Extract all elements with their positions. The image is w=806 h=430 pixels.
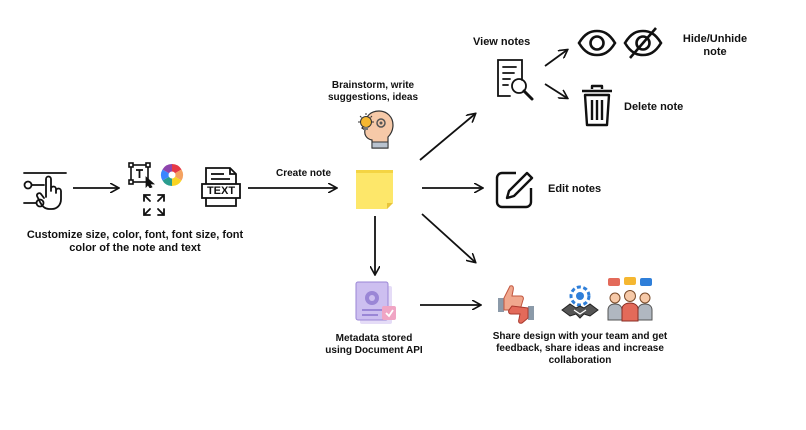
color-wheel-icon: [160, 163, 184, 187]
arrow-view-to-delete: [544, 83, 567, 98]
view-document-icon: [494, 58, 538, 102]
customize-label: Customize size, color, font, font size, …: [26, 229, 244, 254]
arrow-note-to-view: [419, 114, 475, 161]
team-chat-icon: [606, 276, 654, 324]
view-notes-label: View notes: [473, 36, 531, 48]
edit-icon: [494, 170, 534, 210]
eye-icon: [577, 28, 617, 58]
text-tool-icon: [128, 162, 156, 188]
delete-note-label: Delete note: [624, 101, 684, 113]
trash-icon: [580, 84, 614, 128]
metadata-document-icon: [352, 280, 398, 326]
resize-arrows-icon: [142, 193, 166, 217]
thumbs-feedback-icon: [494, 280, 538, 324]
create-note-label: Create note: [276, 168, 332, 179]
sticky-note-icon: [354, 167, 396, 211]
eye-off-icon: [623, 25, 663, 61]
text-file-icon: TEXT: [200, 166, 242, 208]
metadata-label: Metadata stored using Document API: [325, 333, 423, 356]
arrow-view-to-hide: [544, 50, 567, 67]
brainstorm-head-icon: [354, 108, 396, 150]
share-label: Share design with your team and get feed…: [492, 331, 668, 366]
brainstorm-label: Brainstorm, write suggestions, ideas: [327, 80, 419, 103]
hide-unhide-label: Hide/Unhide note: [682, 33, 748, 58]
arrow-note-to-share: [421, 213, 475, 262]
handshake-icon: [560, 282, 600, 322]
swipe-hand-icon: [20, 167, 68, 211]
edit-notes-label: Edit notes: [548, 183, 602, 195]
text-file-label: TEXT: [206, 185, 236, 197]
